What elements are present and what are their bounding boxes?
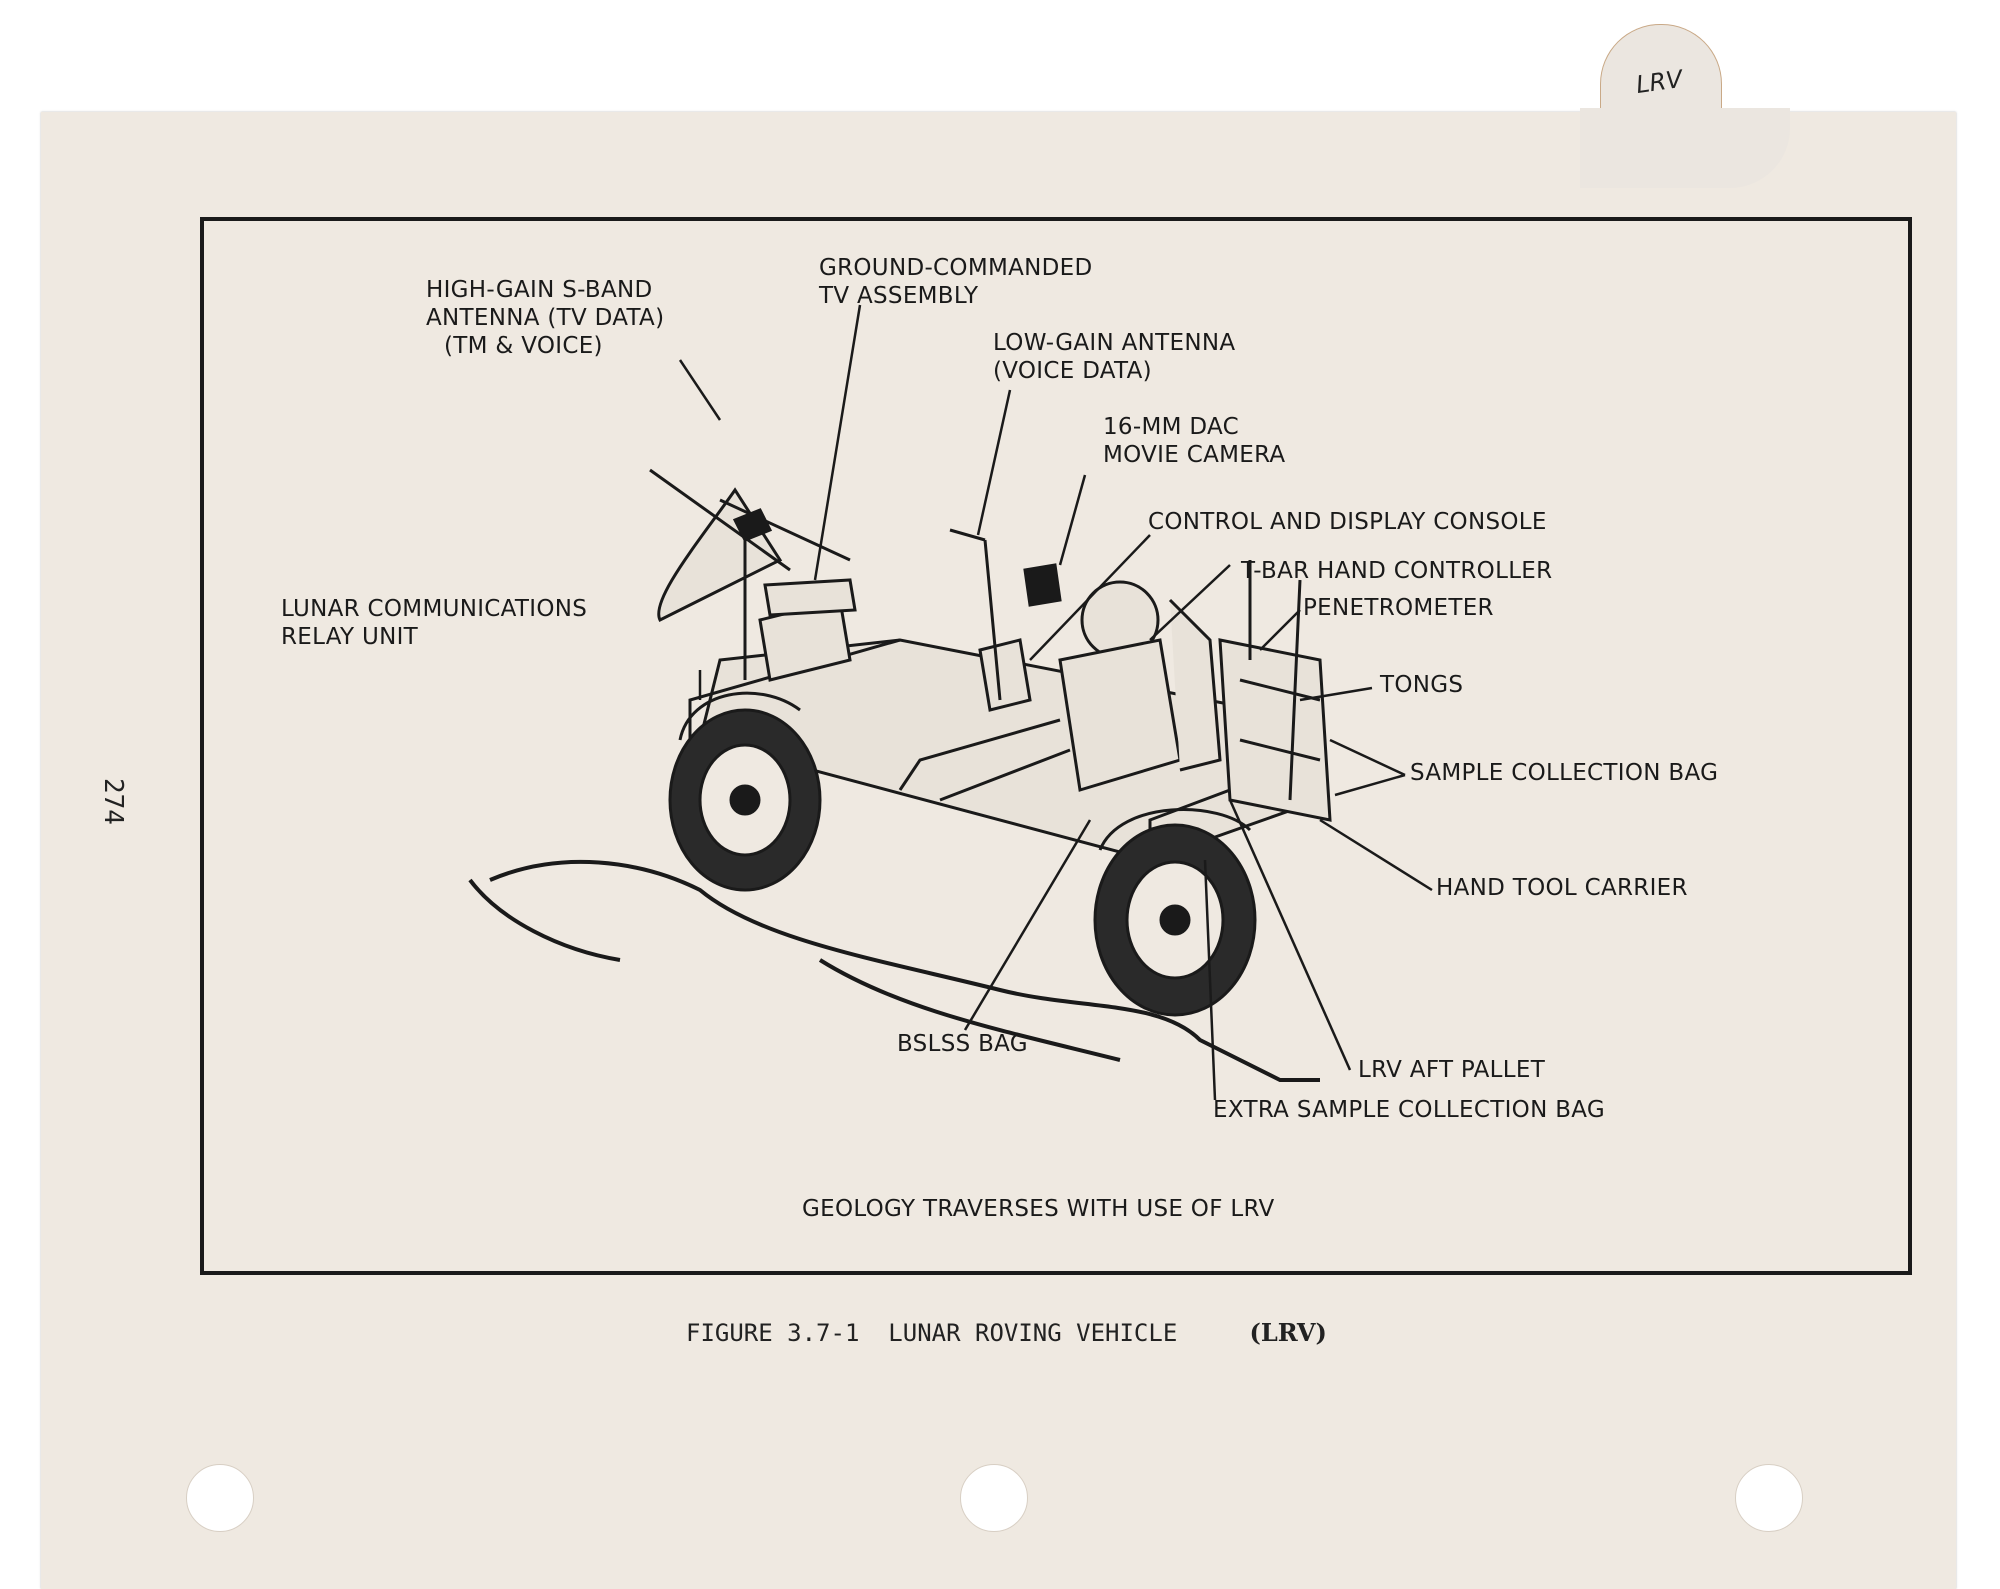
- astronaut: [898, 580, 1222, 802]
- binder-hole: [960, 1464, 1028, 1532]
- label-sample-bag: SAMPLE COLLECTION BAG: [1410, 760, 1719, 786]
- low-gain-antenna: [949, 528, 1002, 701]
- label-line: RELAY UNIT: [281, 624, 419, 650]
- label-line: (TM & VOICE): [444, 333, 603, 359]
- binder-hole: [186, 1464, 254, 1532]
- label-line: (VOICE DATA): [993, 358, 1152, 384]
- caption-title: LUNAR ROVING VEHICLE: [888, 1319, 1178, 1347]
- label-penetrometer: PENETROMETER: [1303, 595, 1494, 621]
- label-hand-tool-carrier: HAND TOOL CARRIER: [1436, 875, 1688, 901]
- dac-camera: [1023, 563, 1062, 607]
- figure-frame: [200, 217, 1912, 1275]
- rear-wheel: [1093, 823, 1257, 1017]
- label-dac-camera: 16-MM DAC MOVIE CAMERA: [1103, 413, 1285, 469]
- control-console: [978, 638, 1032, 712]
- label-console: CONTROL AND DISPLAY CONSOLE: [1148, 509, 1547, 535]
- aft-pallet: [1218, 638, 1332, 822]
- label-lcru: LUNAR COMMUNICATIONS RELAY UNIT: [281, 595, 587, 651]
- label-line: MOVIE CAMERA: [1103, 442, 1286, 468]
- label-gctv: GROUND-COMMANDED TV ASSEMBLY: [819, 254, 1093, 310]
- label-bslss: BSLSS BAG: [897, 1031, 1028, 1057]
- caption-number: FIGURE 3.7-1: [686, 1319, 860, 1347]
- binder-hole: [1735, 1464, 1803, 1532]
- label-line: GROUND-COMMANDED: [819, 255, 1093, 281]
- index-tab-base: [1580, 108, 1790, 188]
- leader-lines: [678, 304, 1433, 1101]
- label-line: TV ASSEMBLY: [819, 283, 979, 309]
- label-aft-pallet: LRV AFT PALLET: [1358, 1057, 1546, 1083]
- lunar-terrain: [468, 859, 1320, 1082]
- tv-camera: [763, 578, 857, 617]
- document-page: [41, 112, 1956, 1589]
- label-low-gain-antenna: LOW-GAIN ANTENNA (VOICE DATA): [993, 329, 1235, 385]
- high-gain-antenna: [649, 468, 851, 680]
- label-line: 16-MM DAC: [1103, 414, 1239, 440]
- label-line: ANTENNA (TV DATA): [426, 305, 665, 331]
- label-extra-bag: EXTRA SAMPLE COLLECTION BAG: [1213, 1097, 1606, 1123]
- label-tbar: T-BAR HAND CONTROLLER: [1241, 558, 1553, 584]
- front-wheel: [668, 708, 822, 892]
- label-line: LUNAR COMMUNICATIONS: [281, 596, 588, 622]
- label-high-gain-antenna: HIGH-GAIN S-BAND ANTENNA (TV DATA) (TM &…: [426, 276, 664, 360]
- caption-abbr: (LRV): [1249, 1318, 1327, 1347]
- label-line: HIGH-GAIN S-BAND: [426, 277, 653, 303]
- figure-caption: FIGURE 3.7-1 LUNAR ROVING VEHICLE (LRV): [686, 1318, 1327, 1347]
- label-line: LOW-GAIN ANTENNA: [993, 330, 1236, 356]
- figure-subtitle: GEOLOGY TRAVERSES WITH USE OF LRV: [802, 1196, 1275, 1222]
- label-tongs: TONGS: [1380, 672, 1464, 698]
